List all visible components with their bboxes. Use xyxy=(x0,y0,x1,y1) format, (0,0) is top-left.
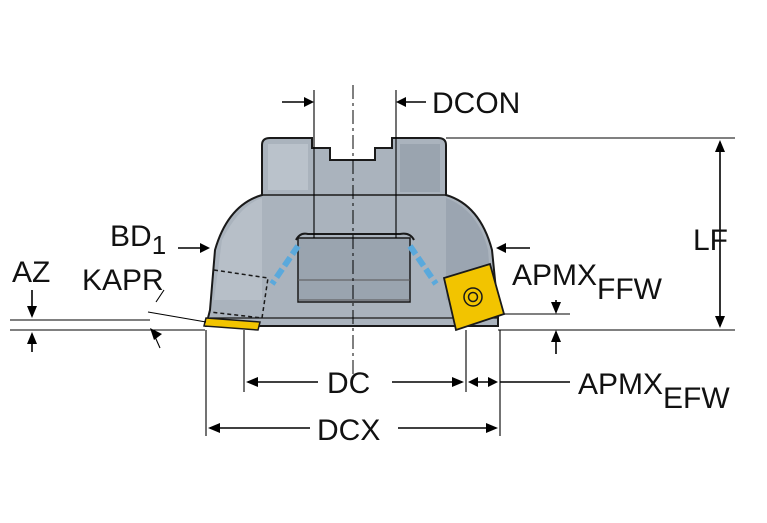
apmx-ffw-label-main: APMX xyxy=(512,259,597,292)
apmx-ffw-label-sub: FFW xyxy=(597,273,663,306)
az-dimension xyxy=(10,290,205,352)
apmx-efw-label: APMXEFW xyxy=(578,368,730,415)
az-label: AZ xyxy=(12,256,50,289)
apmx-efw-label-sub: EFW xyxy=(663,382,730,415)
lf-dimension xyxy=(446,137,735,331)
coolant-channels xyxy=(269,244,439,286)
dc-dimension xyxy=(243,330,467,392)
bd1-label-sub: 1 xyxy=(152,230,166,260)
bore-lines xyxy=(298,279,410,301)
kapr-label: KAPR xyxy=(82,264,164,297)
lf-label: LF xyxy=(693,224,728,257)
apmx-ffw-label: APMXFFW xyxy=(512,259,663,306)
dcx-dimension xyxy=(205,330,498,436)
left-insert xyxy=(203,317,261,331)
dcx-label: DCX xyxy=(317,414,380,447)
apmx-ffw-dimension xyxy=(504,300,570,354)
shank-shadow xyxy=(400,144,440,192)
apmx-efw-label-main: APMX xyxy=(578,368,663,401)
kapr-angle xyxy=(147,289,207,349)
dcon-dimension xyxy=(282,90,426,238)
coolant-channel-left xyxy=(269,244,301,286)
bore-top-ring xyxy=(295,232,415,241)
insert-screw-outer xyxy=(463,287,483,307)
bd1-dimension xyxy=(178,243,530,253)
shank-highlight xyxy=(268,144,308,190)
body-left-shade xyxy=(214,198,262,300)
center-bore xyxy=(297,237,411,303)
apmx-efw-dimension xyxy=(468,330,570,436)
insert-screw-inner xyxy=(467,291,479,303)
bd1-label-main: BD xyxy=(110,220,152,253)
insert-pocket-dashed xyxy=(209,269,269,319)
dc-label: DC xyxy=(327,367,370,400)
dcon-label: DCON xyxy=(432,87,520,120)
coolant-channel-right xyxy=(407,244,439,286)
bd1-label: BD1 xyxy=(110,220,166,260)
